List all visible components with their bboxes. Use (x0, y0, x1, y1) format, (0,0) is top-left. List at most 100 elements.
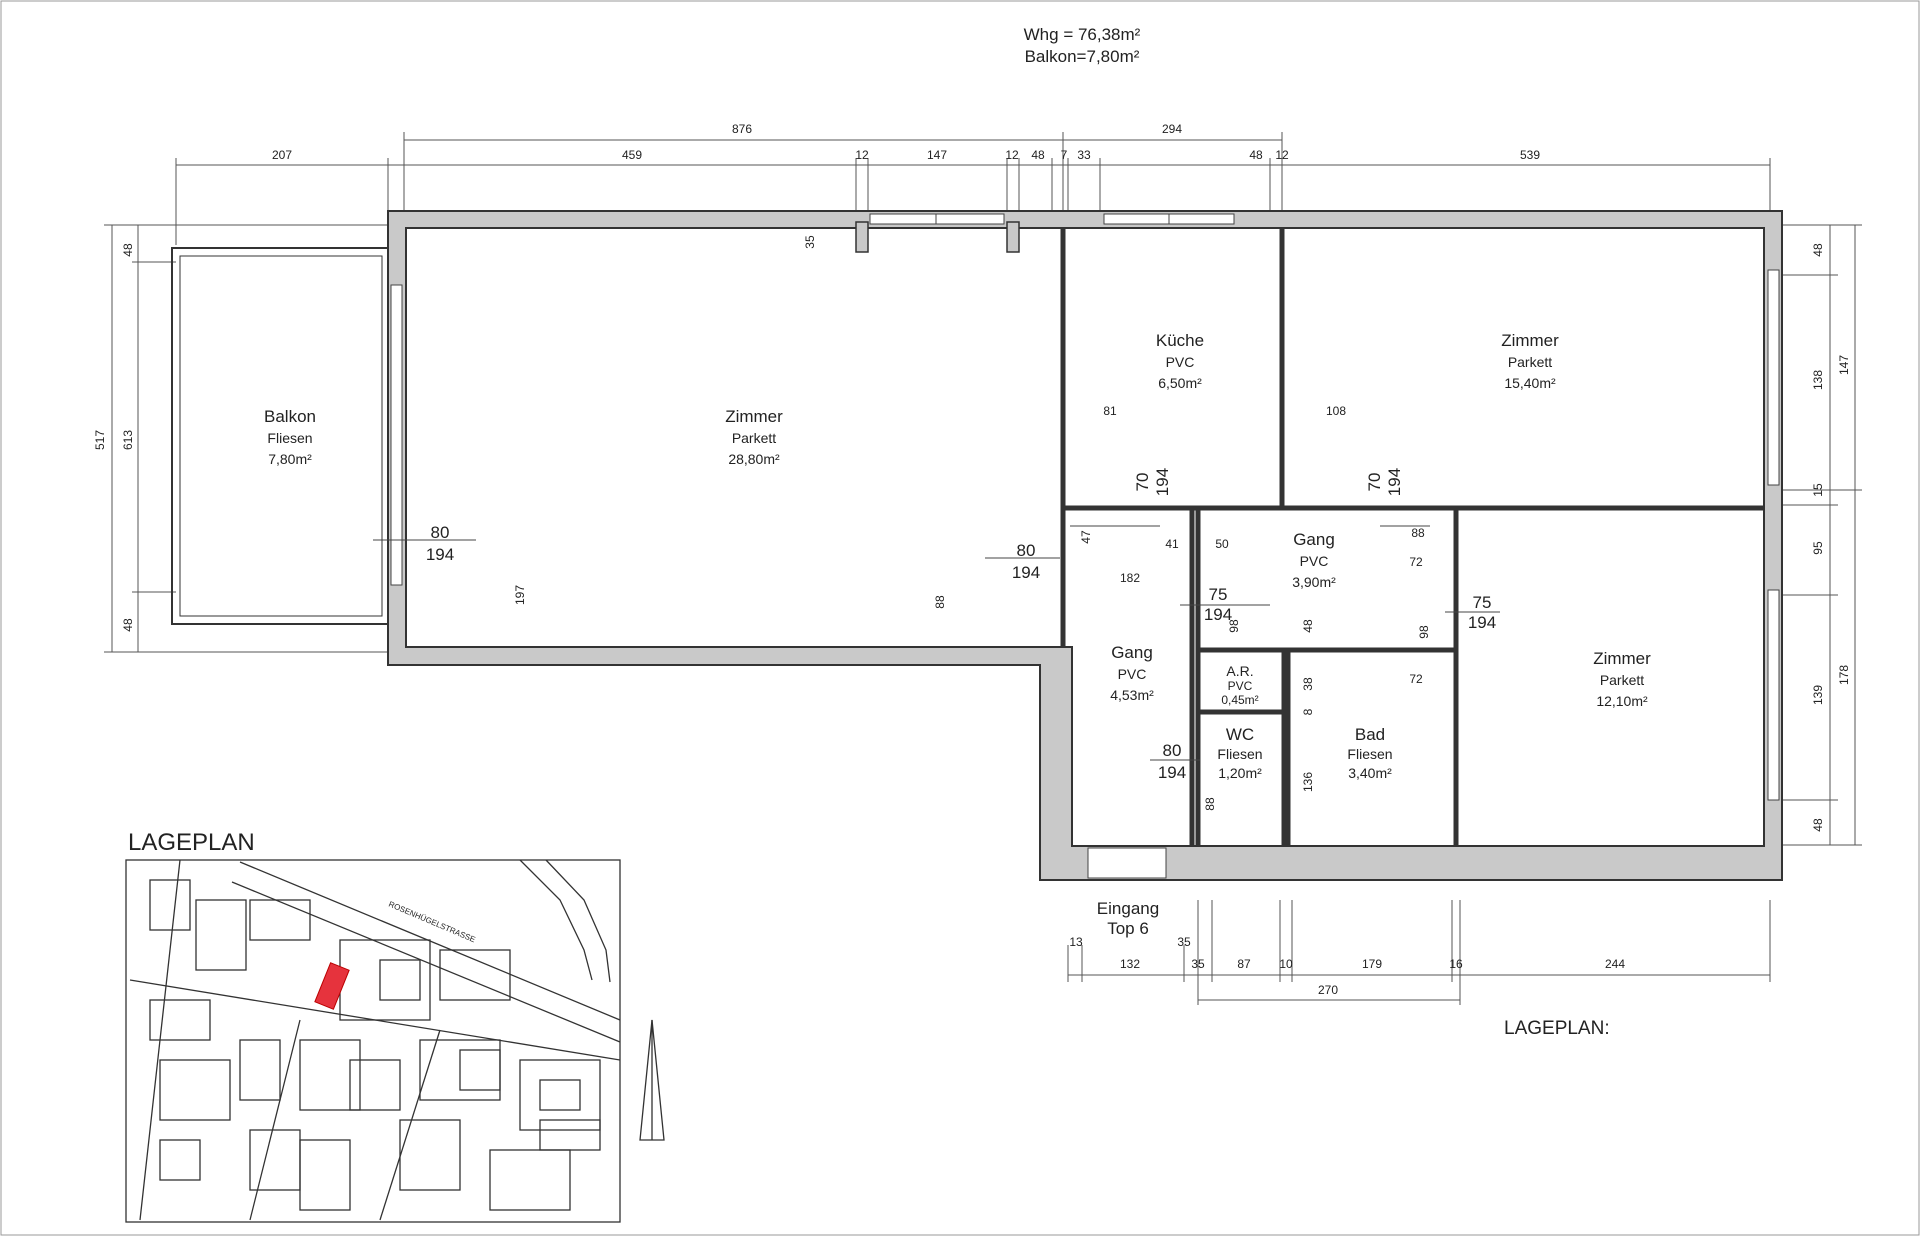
opening-width: 80 (1163, 741, 1182, 760)
room-area: 6,50m² (1158, 375, 1202, 391)
room-area: 28,80m² (728, 451, 780, 467)
dim-interior: 182 (1120, 571, 1140, 585)
room-name: Küche (1156, 331, 1204, 350)
room-floor: Parkett (732, 430, 776, 446)
dim-bottom: 244 (1605, 957, 1625, 971)
room-name: Zimmer (725, 407, 783, 426)
room-floor: PVC (1166, 354, 1195, 370)
room-floor: Fliesen (1347, 746, 1392, 762)
dim-right: 178 (1837, 665, 1851, 685)
opening-width: 70 (1365, 473, 1384, 492)
property-highlight (314, 962, 350, 1010)
room-label-gang-left: Gang PVC 4,53m² (1110, 643, 1154, 703)
dim-bottom: 16 (1449, 957, 1463, 971)
dim-interior: 48 (1301, 619, 1315, 633)
room-label-ar: A.R. PVC 0,45m² (1221, 663, 1258, 707)
room-label-zimmer-main: Zimmer Parkett 28,80m² (725, 407, 783, 467)
opening-dimensions: 80 194 80 194 70 194 70 194 75 194 75 19… (426, 468, 1496, 782)
dim-top: 207 (272, 148, 292, 162)
interior-dimensions: 35 197 88 81 108 47 41 182 50 88 72 72 9… (513, 235, 1431, 811)
dim-interior: 50 (1215, 537, 1229, 551)
dim-top: 48 (1031, 148, 1045, 162)
dim-interior: 98 (1227, 619, 1241, 633)
opening-width: 75 (1473, 593, 1492, 612)
dimension-lines (104, 132, 1862, 1005)
room-area: 0,45m² (1221, 693, 1258, 707)
room-name: WC (1226, 725, 1254, 744)
opening-width: 75 (1209, 585, 1228, 604)
room-label-wc: WC Fliesen 1,20m² (1217, 725, 1262, 781)
dim-interior: 81 (1103, 404, 1117, 418)
lageplan-title: LAGEPLAN (128, 829, 255, 856)
dim-top: 459 (622, 148, 642, 162)
opening-width: 80 (431, 523, 450, 542)
entrance-sublabel: Top 6 (1107, 919, 1149, 938)
opening-width: 70 (1133, 473, 1152, 492)
dim-interior: 35 (803, 235, 817, 249)
dim-interior: 88 (933, 595, 947, 609)
dim-interior: 72 (1409, 555, 1423, 569)
dim-top: 48 (1249, 148, 1263, 162)
room-area: 4,53m² (1110, 687, 1154, 703)
dim-right: 147 (1837, 355, 1851, 375)
dim-right: 138 (1811, 370, 1825, 390)
room-name: A.R. (1226, 663, 1253, 679)
room-floor: PVC (1118, 666, 1147, 682)
opening-height: 194 (1468, 613, 1496, 632)
exterior-walls (387, 210, 1783, 881)
dim-bottom: 35 (1191, 957, 1205, 971)
opening-height: 194 (426, 545, 454, 564)
entrance-label: Eingang (1097, 899, 1159, 918)
dim-interior: 38 (1301, 677, 1315, 691)
room-floor: PVC (1300, 553, 1329, 569)
room-label-gang-mid: Gang PVC 3,90m² (1292, 530, 1336, 590)
room-area: 7,80m² (268, 451, 312, 467)
opening-height: 194 (1158, 763, 1186, 782)
room-floor: Fliesen (1217, 746, 1262, 762)
room-name: Zimmer (1501, 331, 1559, 350)
dim-interior: 136 (1301, 772, 1315, 792)
dim-right: 139 (1811, 685, 1825, 705)
dim-interior: 41 (1165, 537, 1179, 551)
dim-left: 613 (121, 430, 135, 450)
dim-left: 517 (93, 430, 107, 450)
opening-width: 80 (1017, 541, 1036, 560)
room-name: Balkon (264, 407, 316, 426)
room-label-kueche: Küche PVC 6,50m² (1156, 331, 1204, 391)
windows (390, 213, 1780, 879)
door-openings (373, 525, 1500, 761)
opening-height: 194 (1012, 563, 1040, 582)
site-map (125, 859, 665, 1223)
room-label-balkon: Balkon Fliesen 7,80m² (264, 407, 316, 467)
dim-top: 12 (1275, 148, 1289, 162)
dim-interior: 108 (1326, 404, 1346, 418)
opening-height: 194 (1385, 468, 1404, 496)
apartment-area: Whg = 76,38m² (1024, 25, 1141, 44)
dim-right: 15 (1811, 483, 1825, 497)
dim-right: 48 (1811, 243, 1825, 257)
dim-top: 147 (927, 148, 947, 162)
dim-interior: 47 (1079, 530, 1093, 544)
room-label-zimmer-se: Zimmer Parkett 12,10m² (1593, 649, 1651, 709)
room-floor: Fliesen (267, 430, 312, 446)
dim-bottom-overall: 270 (1318, 983, 1338, 997)
room-area: 3,90m² (1292, 574, 1336, 590)
room-area: 3,40m² (1348, 765, 1392, 781)
dim-bottom: 13 (1069, 935, 1083, 949)
room-area: 1,20m² (1218, 765, 1262, 781)
dim-interior: 88 (1411, 526, 1425, 540)
lageplan-note: LAGEPLAN: (1504, 1018, 1610, 1039)
dim-top-overall: 294 (1162, 122, 1182, 136)
dimension-texts: 876 294 207 459 12 147 12 48 7 33 48 12 … (93, 122, 1851, 997)
room-name: Bad (1355, 725, 1385, 744)
room-floor: PVC (1228, 679, 1253, 693)
dim-top: 12 (855, 148, 869, 162)
dim-interior: 98 (1417, 625, 1431, 639)
dim-bottom: 179 (1362, 957, 1382, 971)
room-area: 15,40m² (1504, 375, 1556, 391)
dim-bottom: 35 (1177, 935, 1191, 949)
dim-left: 48 (121, 243, 135, 257)
dim-bottom: 10 (1279, 957, 1293, 971)
dim-bottom: 132 (1120, 957, 1140, 971)
